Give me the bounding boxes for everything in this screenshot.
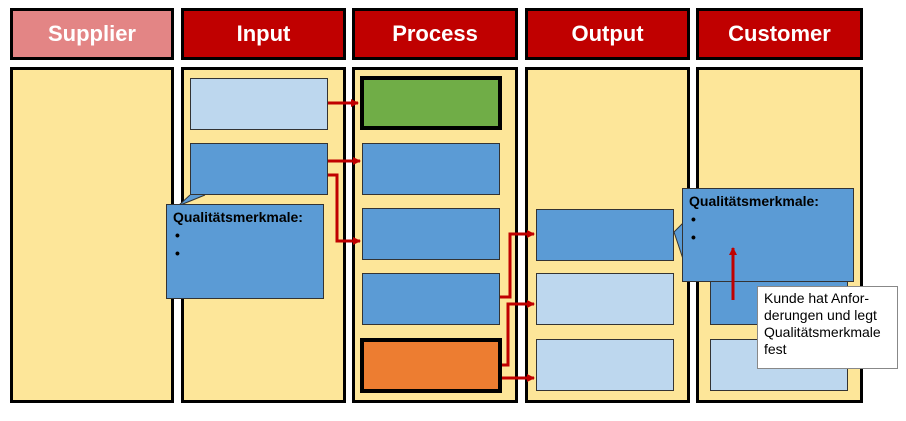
process-box-5 — [360, 338, 502, 393]
process-box-4 — [362, 273, 500, 325]
header-customer: Customer — [696, 8, 863, 60]
input-box-1 — [190, 78, 328, 130]
customer-note: Kunde hat Anfor- derungen und legt Quali… — [757, 286, 898, 369]
header-output: Output — [525, 8, 690, 60]
input-callout-bullet — [175, 245, 317, 263]
header-supplier: Supplier — [10, 8, 174, 60]
header-input: Input — [181, 8, 346, 60]
arrow-process5-output2 — [502, 300, 535, 367]
note-line-1: Kunde hat Anfor- — [764, 290, 870, 306]
input-callout-bullet — [175, 227, 317, 245]
customer-callout-bullets — [689, 211, 847, 247]
note-line-2: derungen und legt — [764, 307, 877, 323]
customer-quality-callout: Qualitätsmerkmale: — [682, 188, 854, 282]
customer-callout-title: Qualitätsmerkmale: — [689, 193, 819, 209]
process-box-2 — [362, 143, 500, 195]
input-callout-title: Qualitätsmerkmale: — [173, 209, 303, 225]
input-box-2 — [190, 143, 328, 195]
process-box-3 — [362, 208, 500, 260]
output-box-1 — [536, 209, 674, 261]
arrow-process4-output1 — [500, 230, 535, 299]
output-box-2 — [536, 273, 674, 325]
input-callout-bullets — [173, 227, 317, 263]
lane-supplier — [10, 67, 174, 403]
header-process: Process — [352, 8, 518, 60]
output-box-3 — [536, 339, 674, 391]
customer-callout-bullet — [691, 211, 847, 229]
process-box-1 — [360, 76, 502, 130]
input-quality-callout: Qualitätsmerkmale: — [166, 204, 324, 299]
arrow-input2-process3 — [328, 173, 361, 245]
note-line-3: Qualitätsmerkmale — [764, 324, 881, 340]
customer-callout-bullet — [691, 229, 847, 247]
note-line-4: fest — [764, 341, 787, 357]
